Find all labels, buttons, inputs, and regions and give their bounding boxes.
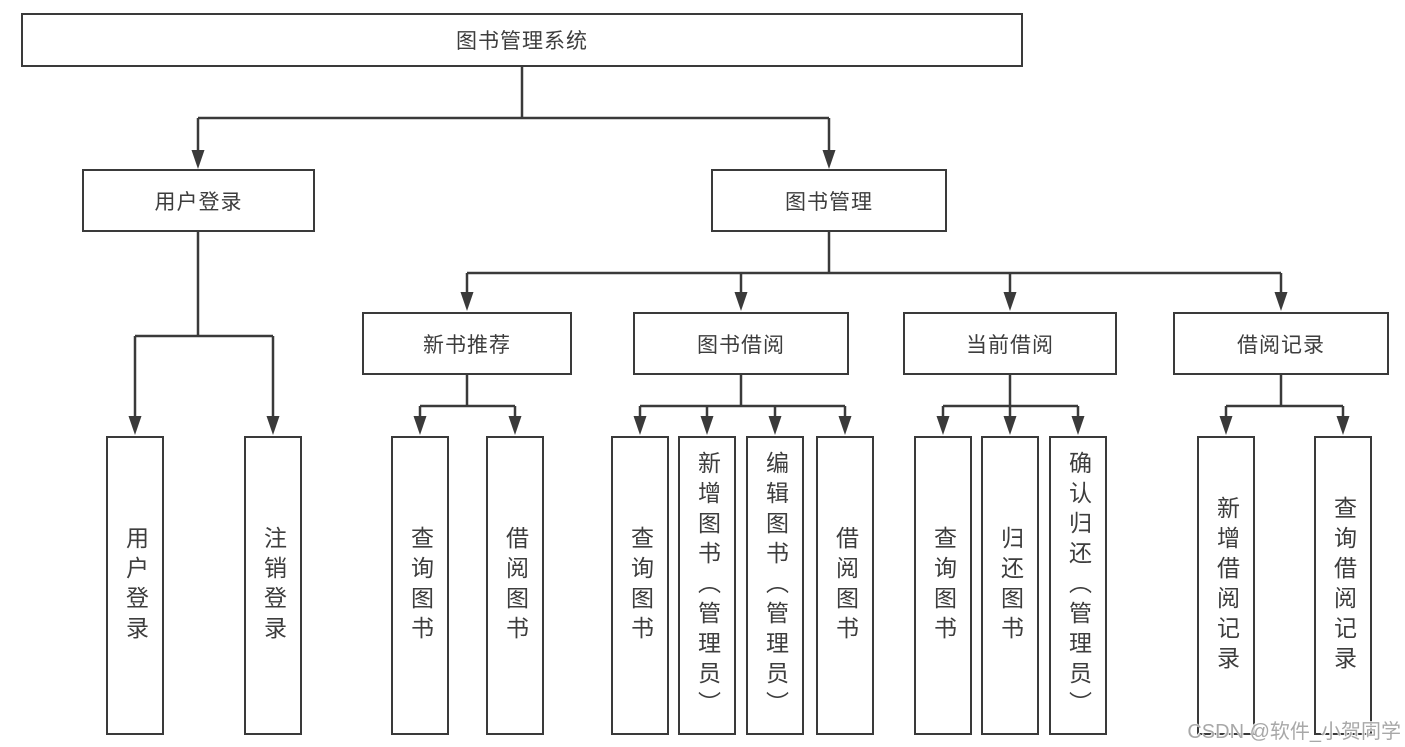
leaf-query-borrow-record: 查询借阅记录 — [1314, 436, 1372, 735]
leaf-add-borrow-record: 新增借阅记录 — [1197, 436, 1255, 735]
leaf-query-books-recommend: 查询图书 — [391, 436, 449, 735]
node-book-borrow: 图书借阅 — [633, 312, 849, 375]
leaf-borrow-books: 借阅图书 — [816, 436, 874, 735]
leaf-logout-label: 注销登录 — [260, 525, 287, 646]
node-root: 图书管理系统 — [21, 13, 1023, 67]
leaf-user-login-label: 用户登录 — [122, 525, 149, 646]
leaf-borrow-books-recommend-label: 借阅图书 — [502, 525, 529, 646]
leaf-edit-book-admin-label: 编辑图书（管理员） — [762, 450, 789, 721]
leaf-query-books-borrow-label: 查询图书 — [627, 525, 654, 646]
node-borrow-records: 借阅记录 — [1173, 312, 1389, 375]
node-book-management-label: 图书管理 — [785, 190, 873, 214]
node-new-book-recommend-label: 新书推荐 — [423, 333, 511, 357]
node-borrow-records-label: 借阅记录 — [1237, 333, 1325, 357]
node-user-login-label: 用户登录 — [154, 190, 243, 214]
leaf-query-books-current-label: 查询图书 — [930, 525, 957, 646]
leaf-edit-book-admin: 编辑图书（管理员） — [746, 436, 804, 735]
node-user-login: 用户登录 — [82, 169, 315, 232]
arrowhead-icons — [128, 150, 1350, 435]
leaf-add-borrow-record-label: 新增借阅记录 — [1213, 495, 1240, 676]
leaf-add-book-admin-label: 新增图书（管理员） — [694, 450, 721, 721]
connector-strokes — [133, 67, 1345, 420]
node-root-label: 图书管理系统 — [456, 30, 588, 53]
leaf-add-book-admin: 新增图书（管理员） — [678, 436, 736, 735]
leaf-borrow-books-label: 借阅图书 — [832, 525, 859, 646]
leaf-user-login: 用户登录 — [106, 436, 164, 735]
leaf-logout: 注销登录 — [244, 436, 302, 735]
leaf-return-book: 归还图书 — [981, 436, 1039, 735]
csdn-watermark: CSDN @软件_小贺同学 — [1187, 721, 1401, 743]
node-current-borrow: 当前借阅 — [903, 312, 1117, 375]
leaf-return-book-label: 归还图书 — [997, 525, 1024, 646]
leaf-confirm-return-admin-label: 确认归还（管理员） — [1065, 450, 1092, 721]
leaf-query-books-recommend-label: 查询图书 — [407, 525, 434, 646]
node-new-book-recommend: 新书推荐 — [362, 312, 572, 375]
node-book-management: 图书管理 — [711, 169, 947, 232]
leaf-query-books-current: 查询图书 — [914, 436, 972, 735]
node-book-borrow-label: 图书借阅 — [697, 333, 785, 357]
node-current-borrow-label: 当前借阅 — [966, 333, 1054, 357]
leaf-borrow-books-recommend: 借阅图书 — [486, 436, 544, 735]
leaf-confirm-return-admin: 确认归还（管理员） — [1049, 436, 1107, 735]
leaf-query-books-borrow: 查询图书 — [611, 436, 669, 735]
leaf-query-borrow-record-label: 查询借阅记录 — [1330, 495, 1357, 676]
